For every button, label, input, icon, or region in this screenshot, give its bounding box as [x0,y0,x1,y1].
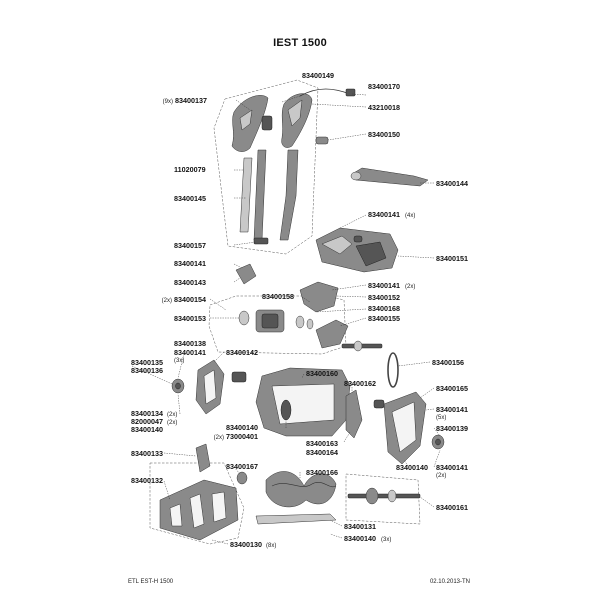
callout-83400167: 83400167 [226,462,258,471]
callout-83400155: 83400155 [368,314,400,323]
callout-83400143: 83400143 [174,278,206,287]
callout-qty-83400141-e: (5x) [436,415,446,421]
callout-82000047: 82000047 [131,417,163,426]
callout-83400141-b: 83400141 [174,259,206,268]
callout-83400130: 83400130 [230,540,262,549]
callout-qty-83400141-a: (4x) [405,213,415,219]
callout-qty-83400141-f: (2x) [436,473,446,479]
callout-83400145: 83400145 [174,194,206,203]
callout-83400164: 83400164 [306,448,338,457]
callout-83400153: 83400153 [174,314,206,323]
callout-43210018: 43210018 [368,103,400,112]
auger-shaft-part [347,493,421,499]
callout-qty-83400137: (9x) [163,99,173,105]
callout-83400170: 83400170 [368,82,400,91]
diagram-title: IEST 1500 [273,37,327,49]
callout-83400131: 83400131 [344,522,376,531]
callout-83400162: 83400162 [344,379,376,388]
bracket-part [253,237,269,245]
housing-part [315,227,399,273]
callout-83400141-f: 83400141 [436,463,468,472]
callout-83400132: 83400132 [131,476,163,485]
leader-lines [131,93,441,545]
callout-83400166: 83400166 [306,468,338,477]
callout-83400156: 83400156 [432,358,464,367]
callout-83400163: 83400163 [306,439,338,448]
cover-part [299,281,339,313]
callout-83400152: 83400152 [368,293,400,302]
callout-83400140-a: 83400140 [131,425,163,434]
callout-83400160: 83400160 [306,369,338,378]
callout-83400135: 83400135 [131,358,163,367]
callout-qty-83400141-d: (3x) [174,358,184,364]
callout-83400161: 83400161 [436,503,468,512]
callout-83400138: 83400138 [174,339,206,348]
callout-73000401: 73000401 [226,432,258,441]
callout-83400140-c: 83400140 [396,463,428,472]
deflector-part [345,389,363,439]
auger-part [265,471,337,508]
lower-tube-right-part [279,149,299,241]
bearing-part [236,471,248,485]
fan-part [238,310,250,326]
clamp-part [235,263,257,285]
callout-qty-83400134: (2x) [167,412,177,418]
lower-tube-left-part [253,149,267,241]
callout-83400141-c: 83400141 [368,281,400,290]
callout-qty-83400140-d: (3x) [381,537,391,543]
callout-83400140-b: 83400140 [226,423,258,432]
callout-83400140-d: 83400140 [344,534,376,543]
wheel-part [195,443,211,473]
callout-qty-83400141-c: (2x) [405,284,415,290]
callout-83400165: 83400165 [436,384,468,393]
callout-qty-73000401: (2x) [214,435,224,441]
callout-83400136: 83400136 [131,366,163,375]
callout-83400158: 83400158 [262,292,294,301]
callout-83400154: 83400154 [174,295,206,304]
callout-11020079: 11020079 [174,165,206,174]
callout-83400139: 83400139 [436,424,468,433]
callout-83400144: 83400144 [436,179,468,188]
slider-part [351,167,429,187]
knob-bolt-part [315,136,329,145]
callout-qty-83400154: (2x) [162,298,172,304]
callout-83400151: 83400151 [436,254,468,263]
callout-83400133: 83400133 [131,449,163,458]
callout-qty-83400130: (8x) [266,543,276,549]
callout-83400149: 83400149 [302,71,334,80]
footer-date-code: 02.10.2013-TN [429,579,470,585]
gear-housing-part [315,319,349,349]
callout-qty-82000047: (2x) [167,420,177,426]
callouts: 83400149 83400170 (9x) 83400137 43210018… [131,71,468,549]
callout-83400137: 83400137 [175,96,207,105]
footer-model-code: ETL EST-H 1500 [128,579,174,585]
cable-plug-part [345,88,356,97]
switch-part [261,115,273,131]
callout-83400134: 83400134 [131,409,163,418]
scraper-bar-part [255,513,337,525]
callout-83400142: 83400142 [226,348,258,357]
callout-83400157: 83400157 [174,241,206,250]
callout-83400141-d: 83400141 [174,348,206,357]
callout-83400141-e: 83400141 [436,405,468,414]
drive-belt-part [387,352,399,388]
callout-83400168: 83400168 [368,304,400,313]
parts [159,88,445,541]
callout-83400150: 83400150 [368,130,400,139]
callout-83400141-a: 83400141 [368,210,400,219]
